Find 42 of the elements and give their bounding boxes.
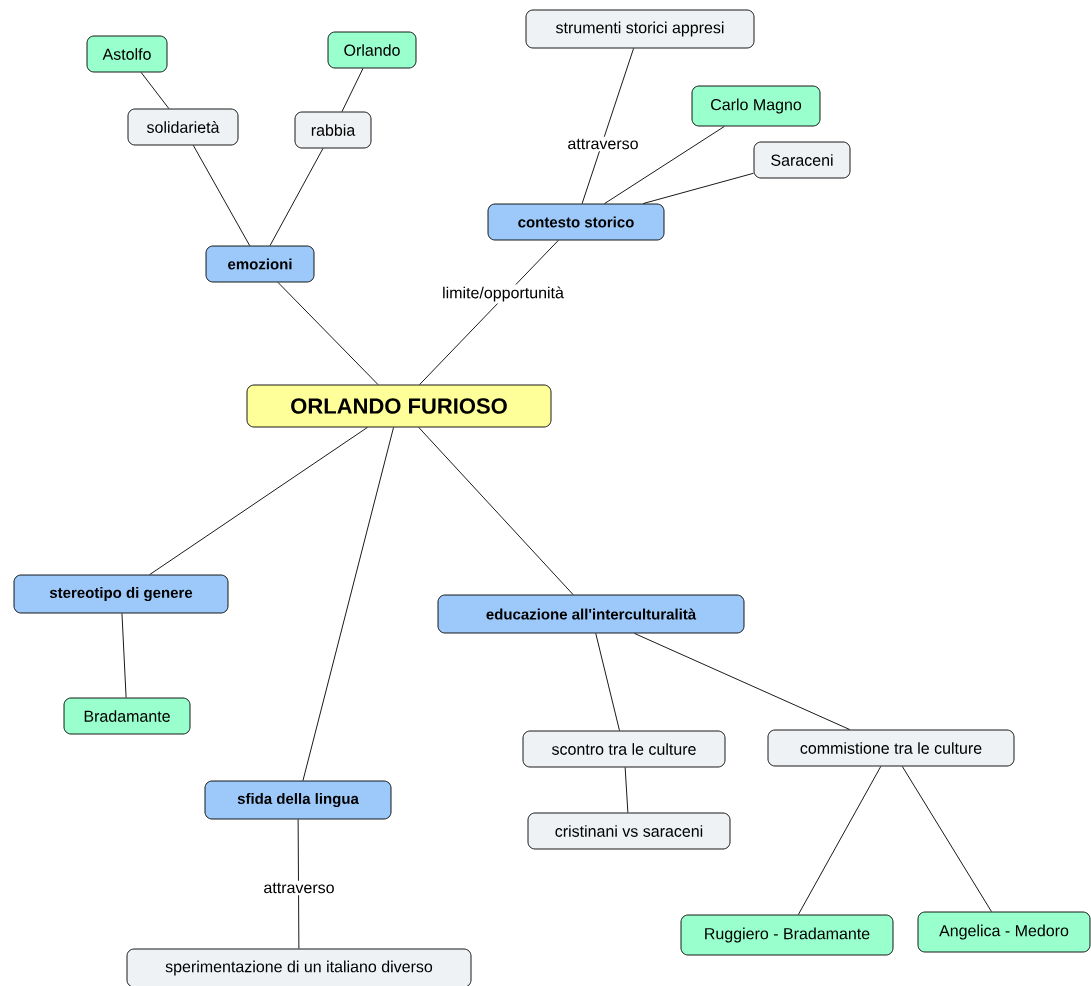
connector-line xyxy=(797,766,882,915)
connector-line xyxy=(149,427,368,575)
connector-line xyxy=(419,240,559,385)
central-topic-box: ORLANDO FURIOSO xyxy=(246,384,552,428)
connector-line xyxy=(581,48,635,204)
concept-box: Saraceni xyxy=(753,141,851,179)
connector-line xyxy=(302,427,394,781)
concept-box: strumenti storici appresi xyxy=(525,9,755,49)
concept-box: emozioni xyxy=(205,245,315,283)
connector-line xyxy=(341,68,364,112)
concept-box: Angelica - Medoro xyxy=(917,911,1091,953)
concept-box: sfida della lingua xyxy=(204,780,392,820)
connector-line xyxy=(595,633,620,731)
concept-box: commistione tra le culture xyxy=(767,729,1015,767)
connector-line xyxy=(901,766,992,912)
connector-line xyxy=(418,427,574,595)
connector-line xyxy=(297,819,300,949)
edge-label: limite/opportunità xyxy=(440,284,566,304)
concept-box: educazione all'interculturalità xyxy=(437,594,745,634)
connector-line xyxy=(624,767,629,813)
concept-box: scontro tra le culture xyxy=(522,730,726,768)
concept-box: contesto storico xyxy=(487,203,665,241)
connector-line xyxy=(269,148,324,246)
edge-label: attraverso xyxy=(565,136,641,152)
concept-box: Astolfo xyxy=(86,35,168,73)
connector-line xyxy=(277,282,379,385)
concept-box: stereotipo di genere xyxy=(13,574,229,614)
connector-line xyxy=(140,72,170,109)
concept-box: sperimentazione di un italiano diverso xyxy=(126,948,472,986)
concept-box: rabbia xyxy=(294,111,372,149)
connector-line xyxy=(634,633,851,730)
connector-line xyxy=(604,126,725,204)
connector-line xyxy=(121,613,127,698)
connector-line xyxy=(192,145,251,246)
concept-box: Ruggiero - Bradamante xyxy=(680,914,894,956)
concept-box: cristinani vs saraceni xyxy=(527,812,731,850)
concept-box: solidarietà xyxy=(127,108,239,146)
concept-box: Carlo Magno xyxy=(691,85,821,127)
edge-label: attraverso xyxy=(261,880,337,896)
concept-box: Orlando xyxy=(327,31,417,69)
concept-box: Bradamante xyxy=(63,697,191,735)
connector-line xyxy=(642,172,754,204)
